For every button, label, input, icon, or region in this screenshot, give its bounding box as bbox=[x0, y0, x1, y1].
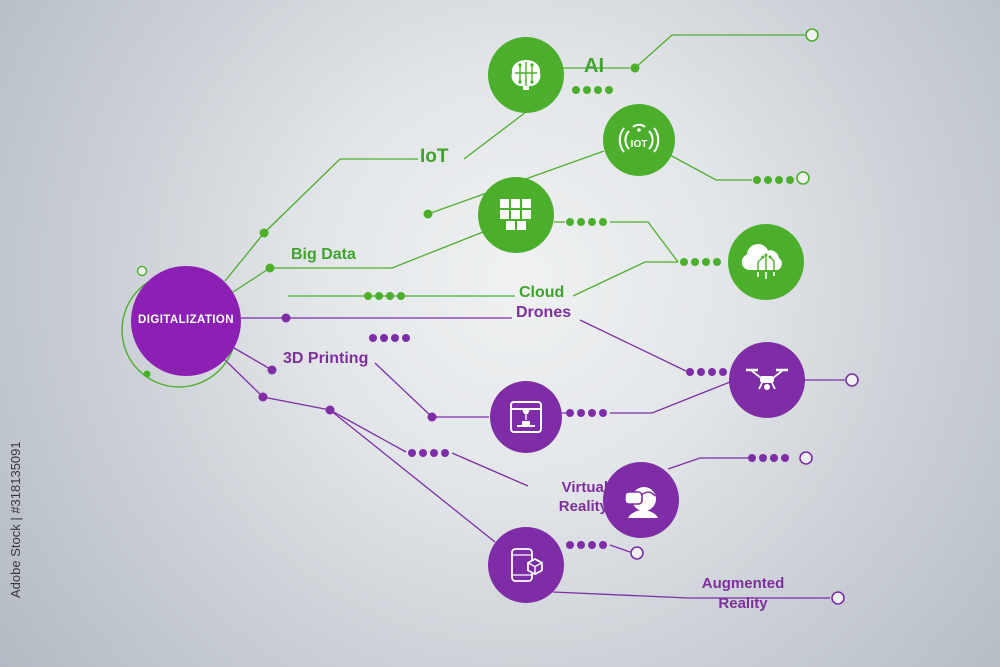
green-junction-dots bbox=[143, 63, 640, 378]
green-dot-chains bbox=[364, 86, 794, 300]
label-cloud: Cloud bbox=[519, 284, 565, 301]
iot-icon-text: IOT bbox=[631, 139, 648, 150]
label-virtual-reality: Virtual Reality bbox=[558, 479, 608, 515]
cloud-node bbox=[728, 224, 804, 300]
drones-node bbox=[729, 342, 805, 418]
printing-3d-node bbox=[490, 381, 562, 453]
label-augmented-reality: Augmented Reality bbox=[701, 575, 785, 612]
label-ai: AI bbox=[584, 55, 604, 77]
iot-node: IOT bbox=[603, 104, 675, 176]
ar-phone-icon bbox=[511, 548, 543, 582]
virtual-reality-node bbox=[603, 462, 679, 538]
hub-title: DIGITALIZATION bbox=[138, 314, 234, 326]
ai-brain-icon bbox=[511, 60, 541, 90]
endpoint-rings bbox=[136, 28, 859, 605]
printer-3d-icon bbox=[510, 401, 542, 433]
data-cubes-icon bbox=[500, 199, 531, 230]
purple-dot-chains bbox=[369, 334, 789, 549]
stock-watermark: Adobe Stock | #318135091 bbox=[8, 441, 23, 598]
augmented-reality-node bbox=[488, 527, 564, 603]
cloud-circuit-icon bbox=[741, 244, 782, 279]
big-data-node bbox=[478, 177, 554, 253]
purple-junction-dots bbox=[258, 313, 437, 422]
drone-icon bbox=[746, 368, 788, 390]
label-big-data: Big Data bbox=[291, 246, 356, 263]
iot-signal-icon: IOT bbox=[618, 123, 660, 153]
ai-node bbox=[488, 37, 564, 113]
hub-circle bbox=[131, 266, 241, 376]
label-iot: IoT bbox=[420, 146, 449, 167]
green-connector-lines bbox=[224, 34, 805, 297]
vr-headset-icon bbox=[624, 487, 658, 518]
label-drones: Drones bbox=[516, 304, 572, 321]
label-3d-printing: 3D Printing bbox=[283, 350, 369, 367]
